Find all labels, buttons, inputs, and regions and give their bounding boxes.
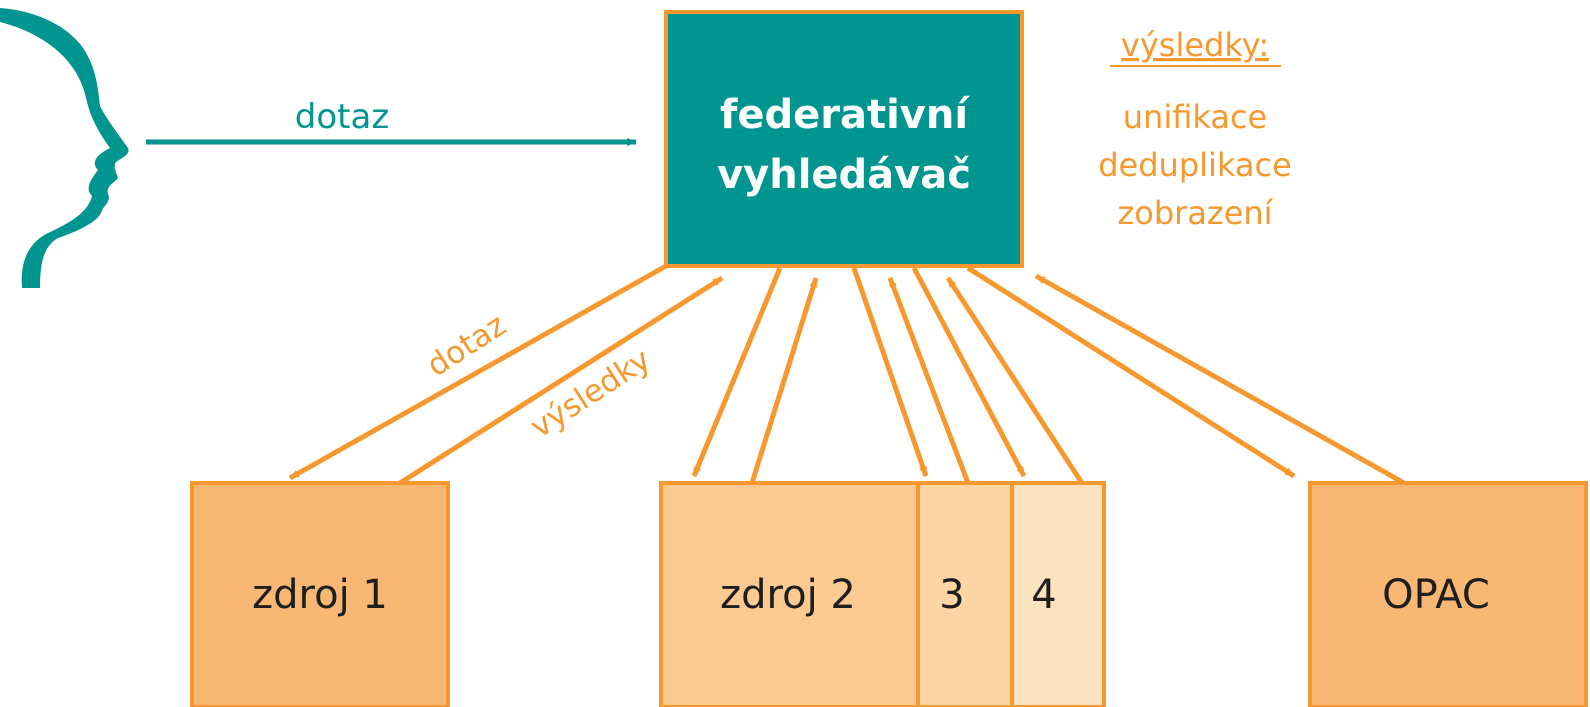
head-profile-icon [0,8,129,288]
source2-label: zdroj 2 [720,572,856,618]
results-arrow-source4 [945,276,1085,485]
engine-title-line2: vyhledávač [717,152,971,198]
results-arrow-source3 [887,277,971,484]
source1-box [190,481,450,707]
connector-arrows [288,263,1406,486]
results-item-unification: unifikace [1123,98,1267,136]
results-item-display: zobrazení [1117,194,1273,232]
query-arrow-source4 [911,266,1027,478]
source4-label: 4 [1031,572,1056,618]
query-arrow-source2 [691,267,783,477]
results-heading: výsledky: [1121,26,1269,64]
source3-label: 3 [939,572,964,618]
opac-label: OPAC [1382,572,1490,618]
edge-label-query: dotaz [421,307,513,384]
query-arrow-source1 [288,263,668,481]
user-query-label: dotaz [295,97,389,137]
source2-box [659,481,920,707]
results-arrow-source2 [749,277,819,484]
engine-title-line1: federativní [720,92,970,138]
source1-label: zdroj 1 [252,572,388,618]
results-item-deduplication: deduplikace [1098,146,1292,184]
results-arrow-source1 [398,275,724,486]
results-arrow-opac [1034,273,1406,486]
federated-search-engine-box [664,10,1024,268]
opac-box [1308,481,1588,707]
query-arrow-opac [966,265,1296,479]
source3-box [916,481,1014,707]
query-arrow-source3 [851,267,929,477]
source4-box [1010,481,1106,707]
